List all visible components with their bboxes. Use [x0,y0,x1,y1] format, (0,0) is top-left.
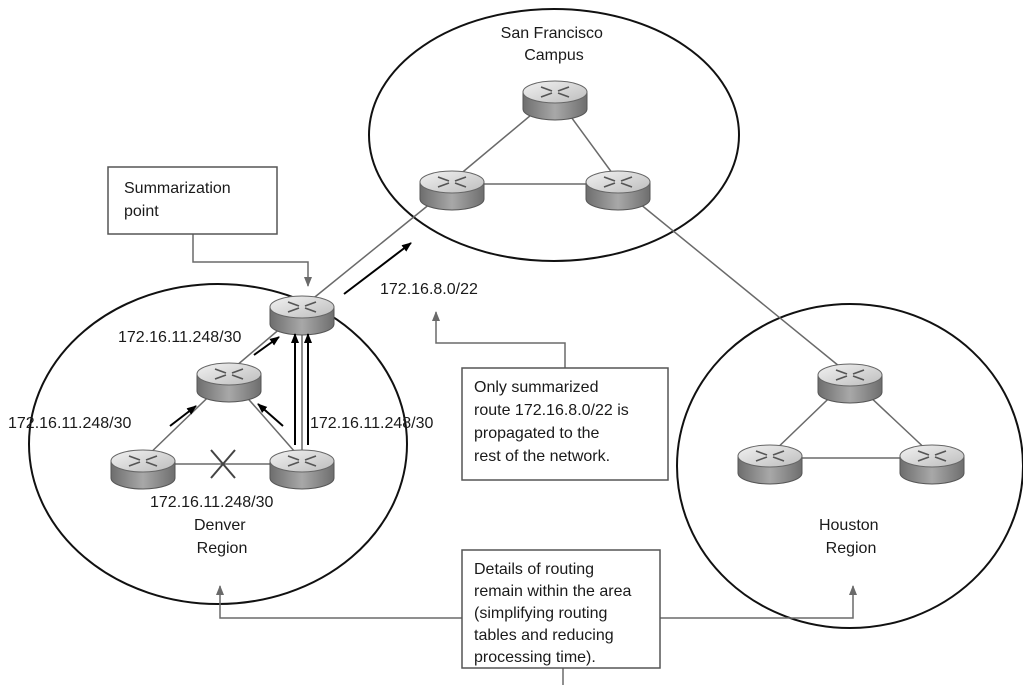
callout-connectors [192,234,857,685]
route-update-arrows [169,242,412,445]
router-denver-left-arrows-icon [128,455,158,467]
router-sf-right [585,170,651,211]
router-denver-right [269,449,335,490]
summarized-route-label: 172.16.8.0/22 [380,281,478,298]
router-sf-top-arrows-icon [540,86,570,98]
propagation-note-text: Only summarized route 172.16.8.0/22 is p… [474,379,633,465]
subnet-label-right: 172.16.11.248/30 [310,415,433,432]
router-denver-left [110,449,176,490]
denver-region [28,283,408,605]
router-houston-right [899,444,965,485]
router-sf-left-arrows-icon [437,176,467,188]
subnet-label-left: 172.16.11.248/30 [8,415,131,432]
san-francisco-campus-label: San Francisco Campus [501,25,608,64]
details-note-text: Details of routing remain within the are… [474,561,636,666]
propagation-note-box [461,367,669,481]
router-sf-left [419,170,485,211]
houston-region [676,303,1023,629]
san-francisco-region [368,8,740,262]
router-houston-right-arrows-icon [917,450,947,462]
router-denver-summarization [269,295,335,336]
router-sf-right-arrows-icon [603,176,633,188]
subnet-label-upper-left: 172.16.11.248/30 [118,329,241,346]
subnet-label-bottom: 172.16.11.248/30 [150,494,273,511]
router-denver-middle [196,362,262,403]
summarization-point-label: Summarization point [124,180,235,220]
houston-region-label: Houston Region [819,517,883,557]
router-houston-top [817,363,883,404]
details-note-box [461,549,661,669]
router-denver-middle-arrows-icon [214,368,244,380]
router-denver-summarization-arrows-icon [287,301,317,313]
router-denver-right-arrows-icon [287,455,317,467]
summarization-point-box [107,166,278,235]
router-sf-top [522,80,588,121]
router-houston-left [737,444,803,485]
router-houston-top-arrows-icon [835,369,865,381]
router-houston-left-arrows-icon [755,450,785,462]
denver-region-label: Denver Region [194,517,250,557]
failed-link-x-icon [210,449,236,479]
